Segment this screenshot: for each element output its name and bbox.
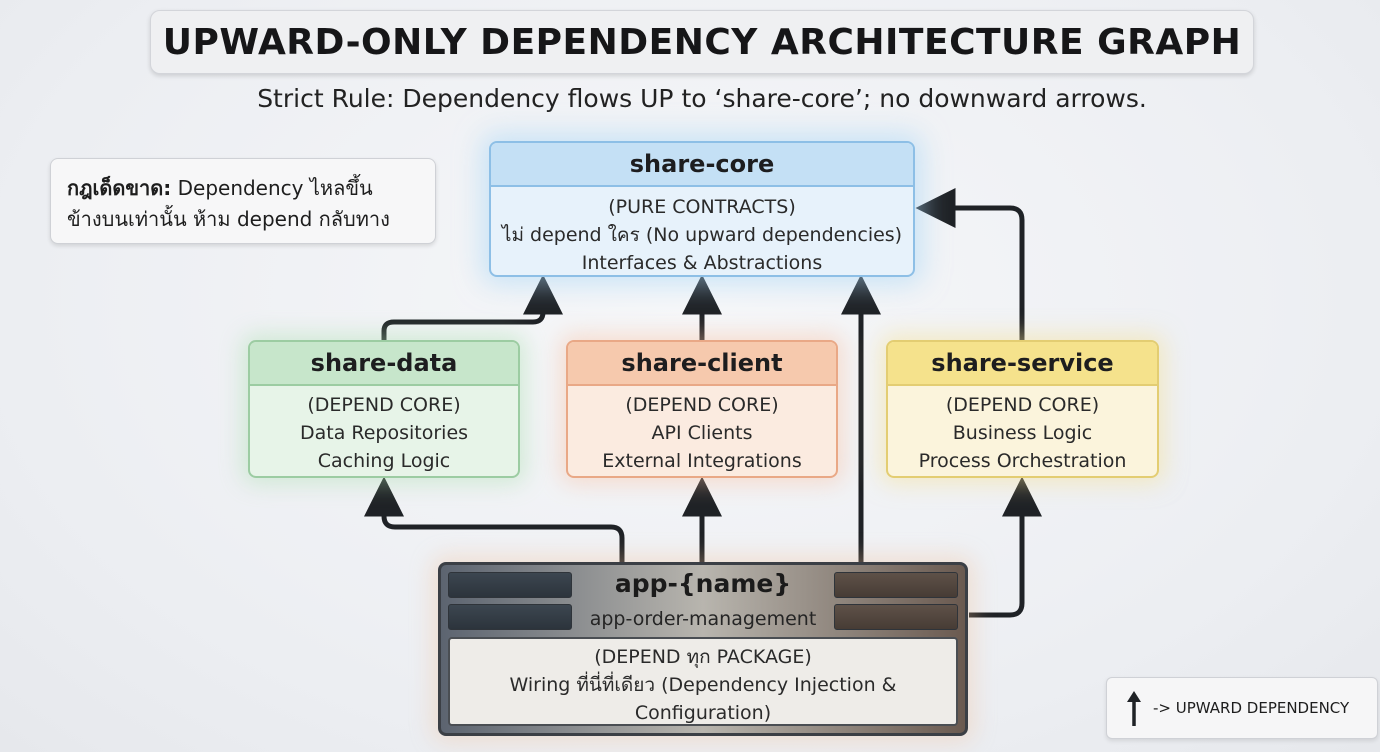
rule-note-line2: ข้างบนเท่านั้น ห้าม depend กลับทาง — [67, 207, 390, 231]
app-decor-bar — [834, 572, 958, 598]
node-line: Process Orchestration — [918, 450, 1127, 472]
strict-rule-subtitle: Strict Rule: Dependency flows UP to ‘sha… — [257, 84, 1147, 113]
legend-label: -> UPWARD DEPENDENCY — [1153, 699, 1350, 717]
edge-service-to-core — [915, 188, 1025, 341]
app-details: (DEPEND ทุก PACKAGE) Wiring ที่นี่ที่เดี… — [448, 637, 958, 733]
legend: -> UPWARD DEPENDENCY — [1106, 677, 1378, 739]
node-line: (DEPEND CORE) — [945, 394, 1100, 416]
node-title: share-client — [568, 342, 836, 386]
node-line: (DEPEND ทุก PACKAGE) — [594, 646, 812, 668]
rule-note: กฎเด็ดขาด: Dependency ไหลขึ้น ข้างบนเท่า… — [50, 158, 436, 244]
node-line: Business Logic — [952, 422, 1093, 444]
node-line: Main Application Entry Point — [450, 727, 956, 733]
node-line: Caching Logic — [317, 450, 451, 472]
node-line: Interfaces & Abstractions — [581, 252, 823, 274]
rule-note-line1: Dependency ไหลขึ้น — [171, 176, 373, 200]
edge-data-to-core — [381, 274, 563, 341]
app-decor-bar — [448, 572, 572, 598]
node-line: (PURE CONTRACTS) — [608, 196, 796, 218]
edge-app-to-service — [969, 476, 1042, 618]
node-share-data: share-data (DEPEND CORE) Data Repositori… — [248, 340, 520, 478]
node-title: share-data — [250, 342, 518, 386]
node-line: (DEPEND CORE) — [625, 394, 779, 416]
node-line: ไม่ depend ใคร (No upward dependencies) — [501, 224, 903, 246]
diagram-title: UPWARD-ONLY DEPENDENCY ARCHITECTURE GRAP… — [162, 21, 1242, 63]
node-title: share-core — [491, 143, 913, 187]
node-line: (DEPEND CORE) — [307, 394, 461, 416]
node-title: app-{name} — [614, 569, 792, 598]
app-decor-bar — [834, 604, 958, 630]
title-banner: UPWARD-ONLY DEPENDENCY ARCHITECTURE GRAP… — [150, 10, 1254, 74]
node-line: External Integrations — [602, 450, 802, 472]
up-arrow-icon — [1127, 691, 1141, 726]
node-title: share-service — [888, 342, 1157, 386]
node-share-service: share-service (DEPEND CORE) Business Log… — [886, 340, 1159, 478]
node-app: app-{name} app-order-management (DEPEND … — [438, 562, 968, 736]
node-share-core: share-core (PURE CONTRACTS) ไม่ depend ใ… — [489, 141, 915, 277]
node-line: Data Repositories — [299, 422, 469, 444]
node-subtitle: app-order-management — [589, 608, 817, 630]
edge-app-to-data — [364, 476, 625, 563]
node-line: API Clients — [651, 422, 753, 444]
node-share-client: share-client (DEPEND CORE) API Clients E… — [566, 340, 838, 478]
node-line: Wiring ที่นี่ที่เดียว (Dependency Inject… — [509, 674, 897, 724]
app-decor-bar — [448, 604, 572, 630]
rule-note-bold: กฎเด็ดขาด: — [67, 176, 172, 200]
